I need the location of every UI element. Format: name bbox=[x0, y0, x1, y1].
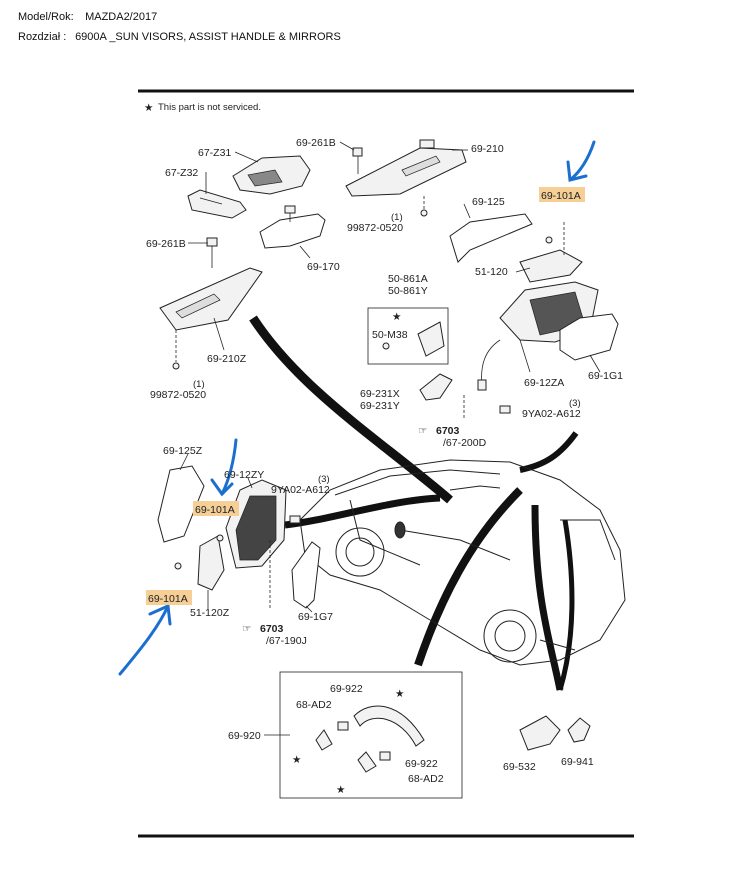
highlight-69-101a-low bbox=[146, 590, 192, 605]
leader-bands bbox=[249, 315, 579, 691]
label-69-12zy: 69-12ZY bbox=[224, 469, 264, 481]
handle-star-icon-2: ★ bbox=[292, 754, 302, 766]
ref-right-page: /67-200D bbox=[443, 437, 487, 449]
highlight-69-101a-top bbox=[539, 187, 585, 202]
ref-left-code: 6703 bbox=[260, 623, 284, 635]
section-value: 6900A _SUN VISORS, ASSIST HANDLE & MIRRO… bbox=[75, 31, 341, 43]
label-69-231y: 69-231Y bbox=[360, 400, 400, 412]
label-69-261b-top: 69-261B bbox=[296, 137, 336, 149]
label-67-z32: 67-Z32 bbox=[165, 167, 198, 179]
label-67-z31: 67-Z31 bbox=[198, 147, 231, 159]
label-69-170: 69-170 bbox=[307, 261, 340, 273]
annotation-arrows bbox=[118, 140, 596, 676]
annotation-arrow-3 bbox=[118, 604, 170, 676]
mirror-glass-69-1g1 bbox=[559, 313, 619, 361]
label-9ya02-left-qty: (3) bbox=[318, 474, 330, 485]
label-50-861y: 50-861Y bbox=[388, 285, 428, 297]
label-68-ad2-bot: 68-AD2 bbox=[408, 773, 444, 785]
label-69-920: 69-920 bbox=[228, 730, 261, 742]
label-69-210: 69-210 bbox=[471, 143, 504, 155]
label-99872-top-qty: (1) bbox=[391, 212, 403, 223]
label-9ya02-right: 9YA02-A612 bbox=[522, 408, 581, 420]
label-51-120: 51-120 bbox=[475, 266, 508, 278]
ref-left-page: /67-190J bbox=[266, 635, 307, 647]
cover-69-231x bbox=[419, 373, 453, 401]
label-69-922-bot: 69-922 bbox=[405, 758, 438, 770]
mirror-bracket-51-120z bbox=[197, 535, 225, 591]
mirror-cover-69-125z bbox=[157, 465, 205, 543]
annotation-arrowhead-1 bbox=[566, 160, 588, 182]
label-69-101a-low: 69-101A bbox=[148, 593, 188, 605]
label-69-12za: 69-12ZA bbox=[524, 377, 564, 389]
model-label: Model/Rok: bbox=[18, 11, 74, 23]
label-68-ad2-top: 68-AD2 bbox=[296, 699, 332, 711]
label-69-125: 69-125 bbox=[472, 196, 505, 208]
ref-hand-icon-right: ☞ bbox=[418, 425, 427, 437]
mirror-cover-69-125 bbox=[449, 213, 533, 263]
assist-handle-box: ★ ★ ★ bbox=[279, 671, 463, 799]
door-mirror-left-group bbox=[157, 465, 321, 610]
part-69-532 bbox=[519, 715, 561, 751]
part-labels: 67-Z31 67-Z32 69-261B 69-210 69-261B 69-… bbox=[146, 137, 623, 785]
mirror-glass-69-1g7 bbox=[291, 541, 321, 609]
annotation-arrow-2 bbox=[220, 438, 238, 496]
label-50-m38: 50-M38 bbox=[372, 329, 408, 341]
ref-right-code: 6703 bbox=[436, 425, 460, 437]
sun-visor-right-group bbox=[345, 139, 467, 217]
label-69-101a-top: 69-101A bbox=[541, 190, 581, 202]
label-69-941: 69-941 bbox=[561, 756, 594, 768]
label-69-210z: 69-210Z bbox=[207, 353, 247, 365]
label-50-861a: 50-861A bbox=[388, 273, 428, 285]
label-69-532: 69-532 bbox=[503, 761, 536, 773]
label-9ya02-left: 9YA02-A612 bbox=[271, 484, 330, 496]
section-row: Rozdział : 6900A _SUN VISORS, ASSIST HAN… bbox=[18, 31, 341, 43]
car-illustration bbox=[299, 459, 626, 666]
visor-cover-67-z32 bbox=[187, 189, 247, 219]
label-69-125z: 69-125Z bbox=[163, 445, 203, 457]
door-mirror-right-group bbox=[449, 213, 619, 420]
annotation-arrow-1 bbox=[568, 140, 596, 182]
annotation-arrowhead-2 bbox=[210, 478, 234, 497]
label-69-922-top: 69-922 bbox=[330, 683, 363, 695]
assist-handle-69-920 bbox=[353, 705, 425, 747]
label-69-231x: 69-231X bbox=[360, 388, 400, 400]
annotation-arrowhead-3 bbox=[148, 603, 172, 626]
part-69-941 bbox=[567, 717, 591, 743]
inset-star-icon: ★ bbox=[392, 311, 402, 323]
label-69-261b-left: 69-261B bbox=[146, 238, 186, 250]
label-99872-top: 99872-0520 bbox=[347, 222, 403, 234]
leader-lines bbox=[179, 141, 601, 736]
label-51-120z: 51-120Z bbox=[190, 607, 230, 619]
ref-hand-icon-left: ☞ bbox=[242, 623, 251, 635]
mirror-bracket-51-120 bbox=[519, 249, 583, 283]
label-69-101a-mid: 69-101A bbox=[195, 504, 235, 516]
label-99872-bot: 99872-0520 bbox=[150, 389, 206, 401]
label-9ya02-right-qty: (3) bbox=[569, 398, 581, 409]
label-69-1g1: 69-1G1 bbox=[588, 370, 623, 382]
sun-visor-left-group bbox=[159, 155, 326, 370]
label-69-1g7: 69-1G7 bbox=[298, 611, 333, 623]
inset-trim-box: ★ bbox=[367, 307, 449, 365]
model-value: MAZDA2/2017 bbox=[85, 11, 158, 23]
rearview-mirror-69-170 bbox=[259, 213, 326, 249]
section-label: Rozdział : bbox=[18, 31, 67, 43]
highlight-69-101a-mid bbox=[193, 501, 239, 516]
legend-note: This part is not serviced. bbox=[158, 102, 261, 113]
label-99872-bot-qty: (1) bbox=[193, 379, 205, 390]
legend-star-icon: ★ bbox=[144, 102, 154, 114]
handle-star-icon-3: ★ bbox=[336, 784, 346, 796]
model-row: Model/Rok: MAZDA2/2017 bbox=[18, 11, 157, 23]
handle-star-icon-1: ★ bbox=[395, 688, 405, 700]
